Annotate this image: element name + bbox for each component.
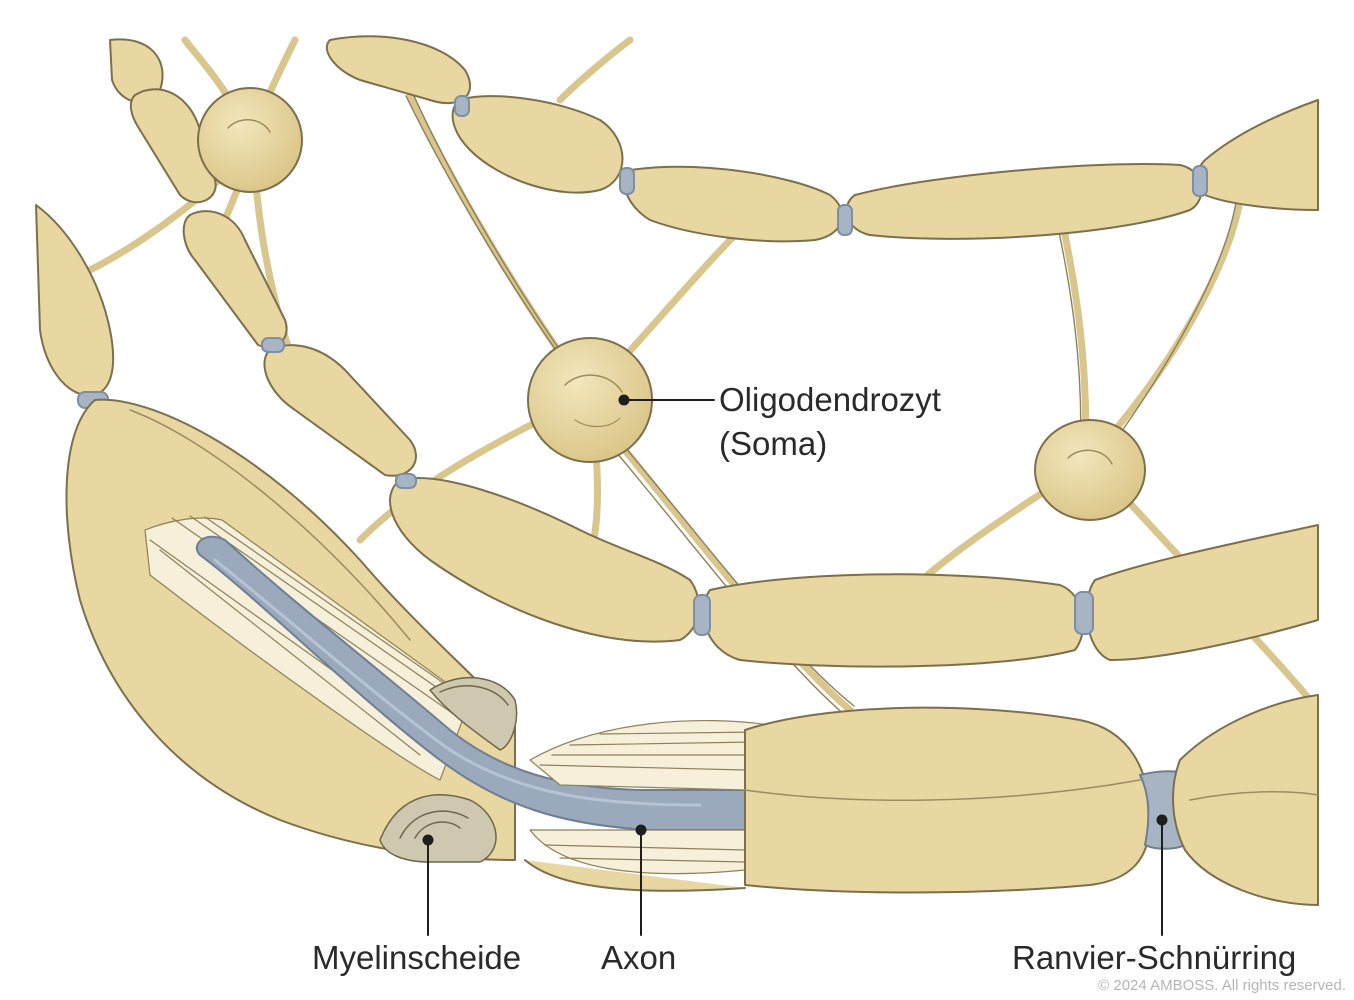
myelin-segment (325, 35, 471, 105)
myelin-segment (129, 88, 217, 204)
oligodendrocyte-soma (197, 87, 303, 193)
label-axon: Axon (601, 939, 677, 976)
myelin-cut-end (379, 677, 518, 863)
label-leaders (422, 394, 1168, 936)
oligodendrocyte-soma (1034, 419, 1146, 521)
label-oligodendrocyte: Oligodendrozyt (719, 381, 941, 418)
axon (195, 535, 746, 831)
myelin-segment (451, 95, 624, 194)
myelin-segment (1085, 524, 1319, 661)
myelin-segment (623, 165, 843, 243)
label-myelin-sheath: Myelinscheide (312, 939, 522, 976)
myelin-lamellae-2 (529, 720, 771, 875)
myelin-segment (35, 204, 115, 397)
myelin-segment (263, 344, 417, 477)
label-soma: (Soma) (719, 425, 828, 462)
myelin-segment (389, 477, 700, 643)
copyright-notice: © 2024 AMBOSS. All rights reserved. (1098, 977, 1346, 994)
myelin-segment (845, 163, 1203, 240)
myelin-segment (1196, 99, 1319, 211)
myelin-sheath-far-right (1172, 694, 1319, 906)
ranvier-node (77, 95, 1208, 636)
myelin-segment (702, 573, 1085, 668)
label-ranvier-node: Ranvier-Schnürring (1012, 939, 1297, 976)
